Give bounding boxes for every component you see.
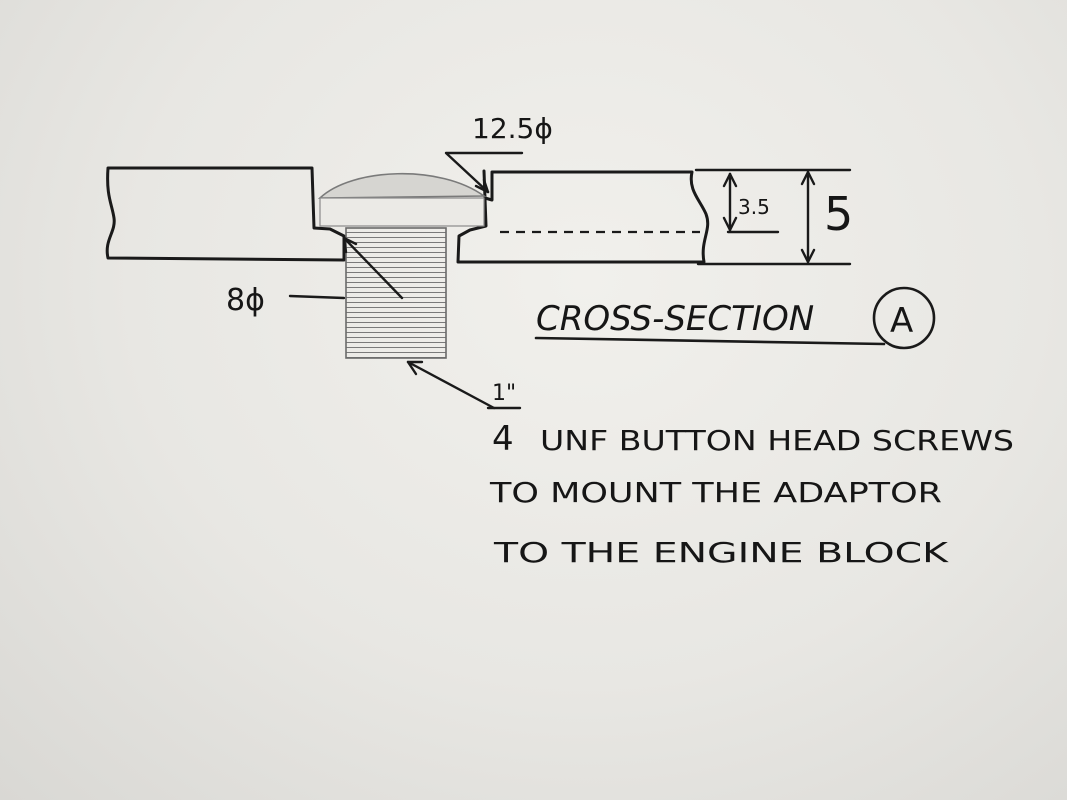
section-marker-letter: A	[890, 301, 913, 341]
shank-diameter-label: 8ϕ	[226, 283, 265, 318]
note-line-2: TO MOUNT THE ADAPTOR	[489, 476, 942, 509]
section-marker-circle	[872, 286, 936, 350]
screw-head-body	[319, 197, 485, 227]
head-diameter-label: 12.5ϕ	[472, 112, 553, 145]
counterbore-depth-label: 3.5	[738, 195, 770, 219]
fraction-numerator: 1"	[492, 381, 516, 406]
right-plate-section	[456, 169, 710, 264]
note-leader	[406, 360, 496, 410]
head-diameter-leader	[444, 151, 524, 194]
plate-thickness-label: 5	[824, 187, 853, 241]
fraction-denominator: 4	[492, 419, 514, 459]
note-line-1: UNF BUTTON HEAD SCREWS	[540, 424, 1014, 457]
thickness-dimension	[694, 168, 852, 266]
left-plate-section	[105, 166, 346, 262]
section-title: CROSS-SECTION	[536, 299, 814, 339]
section-label	[534, 286, 936, 350]
note-line-3: TO THE ENGINE BLOCK	[493, 536, 949, 569]
counterbore-dimension	[722, 172, 780, 234]
shank-diameter-leader	[288, 236, 404, 300]
screw-head-dome	[317, 172, 487, 199]
button-head-screw	[317, 172, 487, 359]
